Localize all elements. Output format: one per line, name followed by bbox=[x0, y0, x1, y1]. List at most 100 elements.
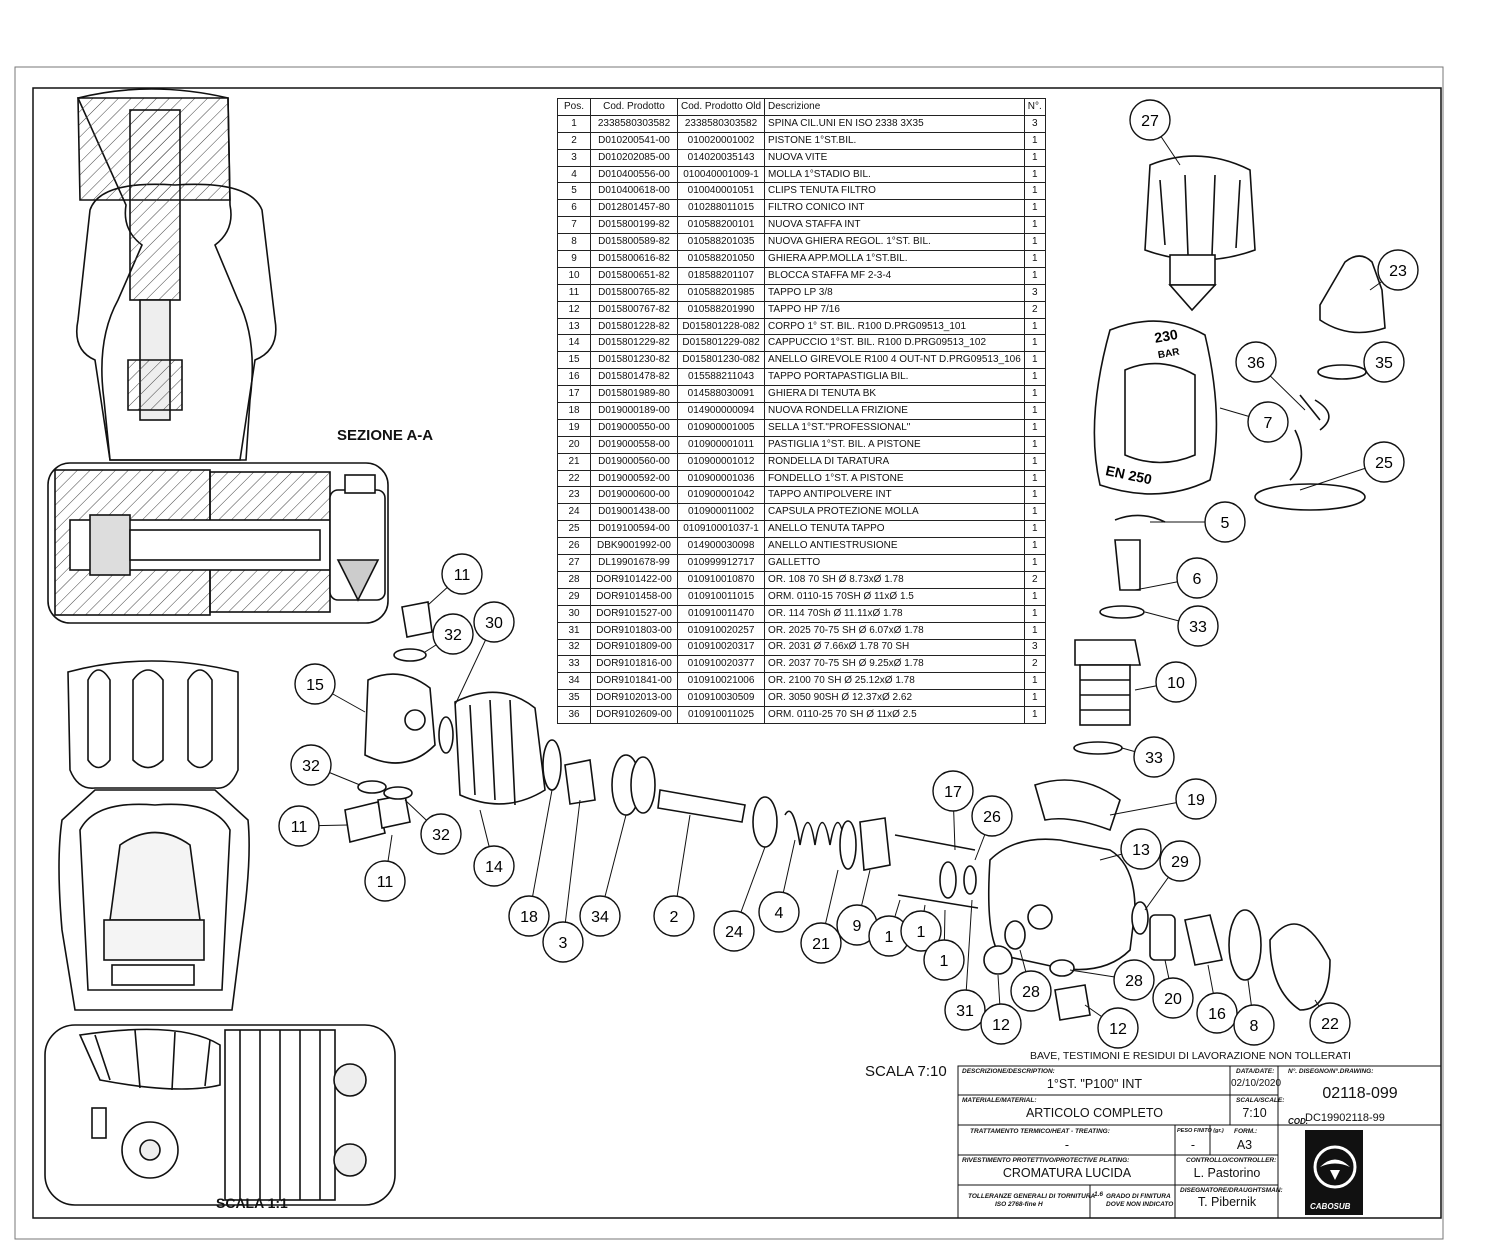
bom-cell-qty: 1 bbox=[1023, 418, 1046, 437]
bom-cell-description: SELLA 1°ST."PROFESSIONAL" bbox=[764, 418, 1025, 437]
bom-cell-description: ORM. 0110-15 70SH Ø 11xØ 1.5 bbox=[764, 587, 1025, 606]
balloon-circle bbox=[1247, 401, 1289, 443]
bom-cell-description: OR. 2037 70-75 SH Ø 9.25xØ 1.78 bbox=[764, 655, 1025, 674]
bom-cell-description: PASTIGLIA 1°ST. BIL. A PISTONE bbox=[764, 435, 1025, 454]
balloon-label: 1 bbox=[885, 929, 894, 946]
part-balloon: 11 bbox=[441, 553, 483, 595]
balloon-circle bbox=[1155, 661, 1197, 703]
part-balloon: 19 bbox=[1175, 778, 1217, 820]
part-balloon: 31 bbox=[944, 989, 986, 1031]
bom-cell-code-old: 010588201035 bbox=[676, 233, 766, 252]
balloon-circle bbox=[980, 1003, 1022, 1045]
balloon-label: 32 bbox=[444, 627, 462, 644]
bom-cell-code-old: 010588201990 bbox=[676, 300, 766, 319]
bom-cell-pos: 30 bbox=[557, 604, 591, 623]
bom-cell-code-old: 010900001036 bbox=[676, 469, 766, 488]
bom-cell-code: D015800589-82 bbox=[590, 233, 678, 252]
bom-cell-pos: 11 bbox=[557, 283, 591, 302]
balloon-circle bbox=[1196, 992, 1238, 1034]
bom-cell-pos: 24 bbox=[557, 503, 591, 522]
bom-cell-code-old: 014900000094 bbox=[676, 402, 766, 420]
tb-logo-text: CABOSUB bbox=[1310, 1202, 1351, 1211]
bom-cell-code: D010400556-00 bbox=[590, 165, 678, 184]
bom-cell-pos: 2 bbox=[557, 131, 591, 150]
bom-cell-code: D015801230-82 bbox=[590, 351, 678, 370]
bom-cell-code: D019000600-00 bbox=[590, 486, 678, 505]
balloon-circle bbox=[1010, 970, 1052, 1012]
tb-tolerance-label: TOLLERANZE GENERALI DI TORNITURA bbox=[968, 1193, 1096, 1200]
bom-cell-qty: 1 bbox=[1023, 250, 1046, 268]
bom-cell-code: D015800767-82 bbox=[590, 300, 678, 319]
part-balloon: 13 bbox=[1120, 828, 1162, 870]
bom-cell-pos: 28 bbox=[557, 570, 591, 589]
bom-cell-pos: 1 bbox=[557, 114, 591, 133]
balloon-circle bbox=[1377, 249, 1419, 291]
tb-scale-label: SCALA/SCALE: bbox=[1236, 1097, 1285, 1104]
part-balloon: 33 bbox=[1133, 736, 1175, 778]
bom-cell-pos: 25 bbox=[557, 520, 591, 539]
bom-cell-qty: 1 bbox=[1023, 385, 1046, 404]
part-balloon: 27 bbox=[1129, 99, 1171, 141]
part-balloon: 26 bbox=[971, 795, 1013, 837]
balloon-label: 5 bbox=[1221, 515, 1230, 532]
tb-cod-value: DC19902118-99 bbox=[1305, 1112, 1385, 1124]
bom-cell-code: D015801228-82 bbox=[590, 317, 678, 336]
bom-cell-code-old: 010910010870 bbox=[676, 570, 766, 589]
tb-date-label: DATA/DATE: bbox=[1236, 1068, 1275, 1075]
bom-cell-code-old: 010900001011 bbox=[676, 435, 766, 454]
bom-cell-pos: 3 bbox=[557, 148, 591, 167]
bom-cell-code: D019100594-00 bbox=[590, 520, 678, 539]
bom-header-code: Cod. Prodotto bbox=[590, 98, 678, 116]
bom-cell-pos: 32 bbox=[557, 638, 591, 657]
bom-cell-code-old: 010910020257 bbox=[676, 621, 766, 640]
bom-cell-code: DOR9101458-00 bbox=[590, 587, 678, 606]
balloon-label: 12 bbox=[992, 1017, 1010, 1034]
bom-cell-qty: 1 bbox=[1023, 672, 1046, 691]
bom-cell-code: D015801989-80 bbox=[590, 385, 678, 404]
tb-material-value: ARTICOLO COMPLETO bbox=[1025, 1106, 1164, 1120]
balloon-label: 11 bbox=[377, 874, 394, 891]
tb-scale-value: 7:10 bbox=[1242, 1106, 1267, 1120]
balloon-circle bbox=[432, 613, 474, 655]
balloon-label: 25 bbox=[1375, 455, 1393, 472]
balloon-circle bbox=[1129, 99, 1171, 141]
bom-cell-code-old: 018588201107 bbox=[676, 266, 766, 285]
bom-cell-code-old: 010020001002 bbox=[676, 131, 766, 150]
balloon-circle bbox=[1204, 501, 1246, 543]
tb-weight-label: PESO FINITO (gr.) bbox=[1177, 1128, 1224, 1134]
bom-cell-description: TAPPO PORTAPASTIGLIA BIL. bbox=[764, 368, 1025, 387]
balloon-label: 33 bbox=[1189, 619, 1207, 636]
bom-cell-code: DOR9101527-00 bbox=[590, 604, 678, 623]
bom-cell-pos: 13 bbox=[557, 317, 591, 336]
bom-cell-code-old: 010900001012 bbox=[676, 452, 766, 471]
bom-cell-qty: 1 bbox=[1023, 199, 1046, 218]
tb-heat-label: TRATTAMENTO TERMICO/HEAT - TREATING: bbox=[970, 1128, 1110, 1135]
bom-cell-code: DOR9101803-00 bbox=[590, 621, 678, 640]
bom-cell-code-old: D015801228-082 bbox=[676, 317, 766, 336]
bom-cell-code: D012801457-80 bbox=[590, 199, 678, 218]
balloon-label: 26 bbox=[983, 809, 1001, 826]
bom-cell-code: DOR9101816-00 bbox=[590, 655, 678, 674]
part-balloon: 9 bbox=[836, 904, 878, 946]
bom-cell-description: FILTRO CONICO INT bbox=[764, 199, 1025, 218]
bom-cell-code: D019000560-00 bbox=[590, 452, 678, 471]
balloon-circle bbox=[1176, 557, 1218, 599]
balloon-circle bbox=[1133, 736, 1175, 778]
tb-material-label: MATERIALE/MATERIAL: bbox=[962, 1097, 1037, 1104]
bom-cell-qty: 1 bbox=[1023, 148, 1046, 167]
part-balloon: 1 bbox=[923, 939, 965, 981]
balloon-label: 27 bbox=[1141, 113, 1159, 130]
bom-cell-code-old: 2338580303582 bbox=[676, 114, 766, 133]
tb-controller-label: CONTROLLO/CONTROLLER: bbox=[1186, 1157, 1277, 1164]
balloon-label: 15 bbox=[306, 677, 324, 694]
part-balloon: 12 bbox=[980, 1003, 1022, 1045]
bom-cell-qty: 1 bbox=[1023, 266, 1046, 285]
tb-draughtsman-value: T. Pibernik bbox=[1197, 1195, 1257, 1209]
